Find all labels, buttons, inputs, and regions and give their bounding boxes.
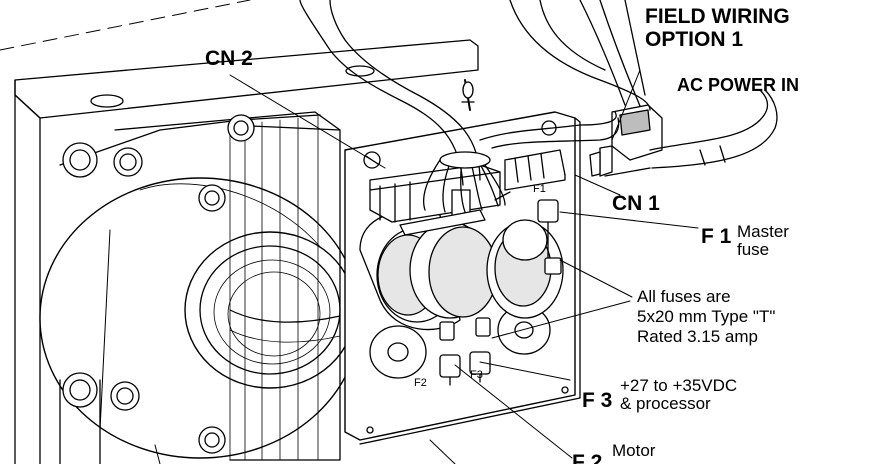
fuse-holders xyxy=(440,200,561,385)
f3-desc-voltage: +27 to +35VDC xyxy=(620,376,738,395)
mounting-bolts xyxy=(60,115,254,464)
fuses-note-line3: Rated 3.15 amp xyxy=(637,327,758,346)
board-label-f1: F1 xyxy=(533,183,546,195)
f2-desc-motor: Motor xyxy=(612,441,656,460)
f1-desc-master: Master xyxy=(737,222,789,241)
board-label-f2: F2 xyxy=(414,377,427,389)
field-wiring-option: OPTION 1 xyxy=(645,28,744,51)
enclosure-edge-dashed xyxy=(0,0,250,50)
field-wiring-title: FIELD WIRING xyxy=(645,5,790,28)
f3-desc-processor: & processor xyxy=(620,394,711,413)
mounting-plate xyxy=(15,40,478,464)
cn1-label: CN 1 xyxy=(612,192,660,215)
cn1-connector xyxy=(495,150,565,200)
fuses-note-line1: All fuses are xyxy=(637,287,731,306)
f2-label: F 2 xyxy=(572,451,603,464)
terminal-block xyxy=(590,105,662,176)
board-label-f3: F3 xyxy=(470,369,483,381)
f1-desc-fuse: fuse xyxy=(737,240,770,259)
f1-label: F 1 xyxy=(701,225,732,248)
f3-label: F 3 xyxy=(582,389,613,412)
capacitors xyxy=(360,211,563,329)
fuses-note-line2: 5x20 mm Type "T" xyxy=(637,307,776,326)
transformer-coil xyxy=(40,178,360,458)
cn2-label: CN 2 xyxy=(205,47,253,70)
leader-lines xyxy=(155,70,698,464)
ac-power-in-label: AC POWER IN xyxy=(677,75,800,95)
cables xyxy=(300,0,777,212)
